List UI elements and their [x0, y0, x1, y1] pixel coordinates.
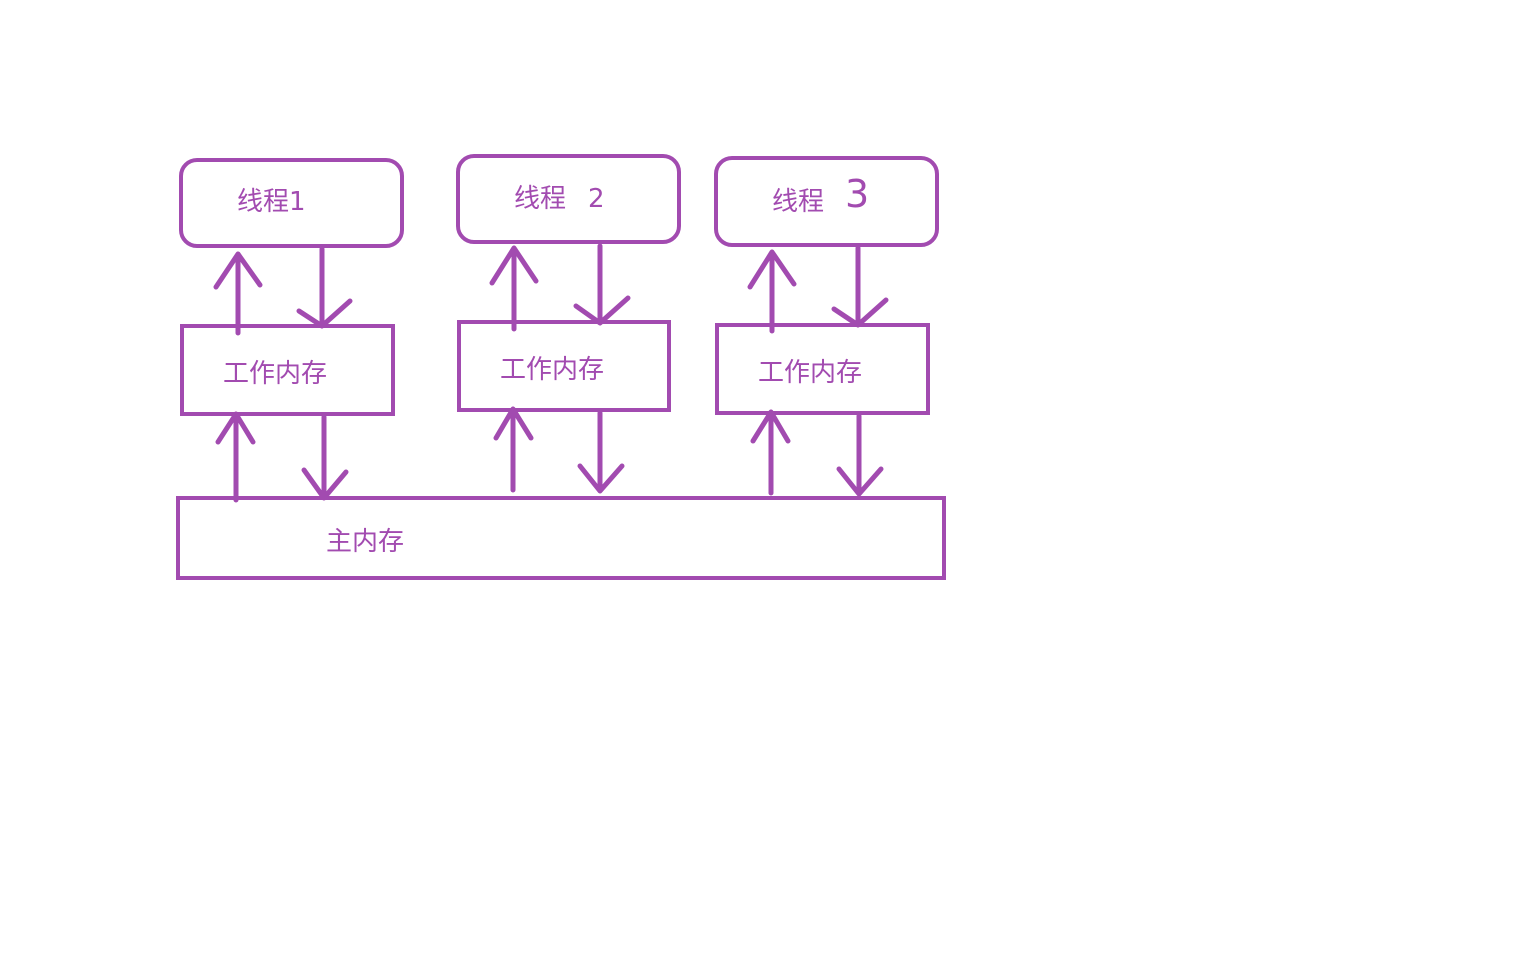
arrow-up-main-to-wm3: [750, 409, 791, 496]
thread-3-number: 3: [845, 172, 869, 216]
thread-2-number: 2: [588, 184, 605, 214]
thread-3-box: [714, 156, 939, 247]
arrow-down-thread1-to-wm1: [296, 246, 353, 329]
arrow-up-wm3-to-thread3: [747, 249, 797, 334]
arrow-down-wm2-to-main: [577, 410, 625, 494]
arrow-down-thread3-to-wm3: [831, 245, 889, 328]
working-memory-3-label: 工作内存: [758, 358, 862, 388]
arrow-up-main-to-wm2: [493, 406, 534, 493]
thread-3-label: 线程: [772, 187, 824, 217]
arrow-down-wm1-to-main: [301, 414, 349, 501]
working-memory-3-box: [715, 323, 930, 415]
working-memory-1-label: 工作内存: [223, 359, 327, 389]
arrow-up-wm1-to-thread1: [213, 251, 263, 336]
main-memory-box: [176, 496, 946, 580]
thread-2-group: 线程 2: [456, 154, 681, 244]
working-memory-1-group: 工作内存: [180, 324, 395, 416]
thread-1-label: 线程1: [237, 187, 306, 217]
thread-1-box: [179, 158, 404, 248]
working-memory-2-label: 工作内存: [500, 355, 604, 385]
thread-2-label: 线程: [514, 184, 566, 214]
thread-1-group: 线程1: [179, 158, 404, 248]
working-memory-3-group: 工作内存: [715, 323, 930, 415]
arrow-down-wm3-to-main: [836, 413, 884, 497]
thread-2-box: [456, 154, 681, 244]
arrow-down-thread2-to-wm2: [573, 243, 631, 326]
arrow-up-main-to-wm1: [215, 411, 256, 503]
main-memory-label: 主内存: [326, 527, 404, 557]
main-memory-group: 主内存: [176, 496, 946, 580]
working-memory-1-box: [180, 324, 395, 416]
thread-3-group: 线程 3: [714, 156, 939, 247]
arrow-up-wm2-to-thread2: [489, 245, 539, 332]
working-memory-2-box: [457, 320, 671, 412]
working-memory-2-group: 工作内存: [457, 320, 671, 412]
